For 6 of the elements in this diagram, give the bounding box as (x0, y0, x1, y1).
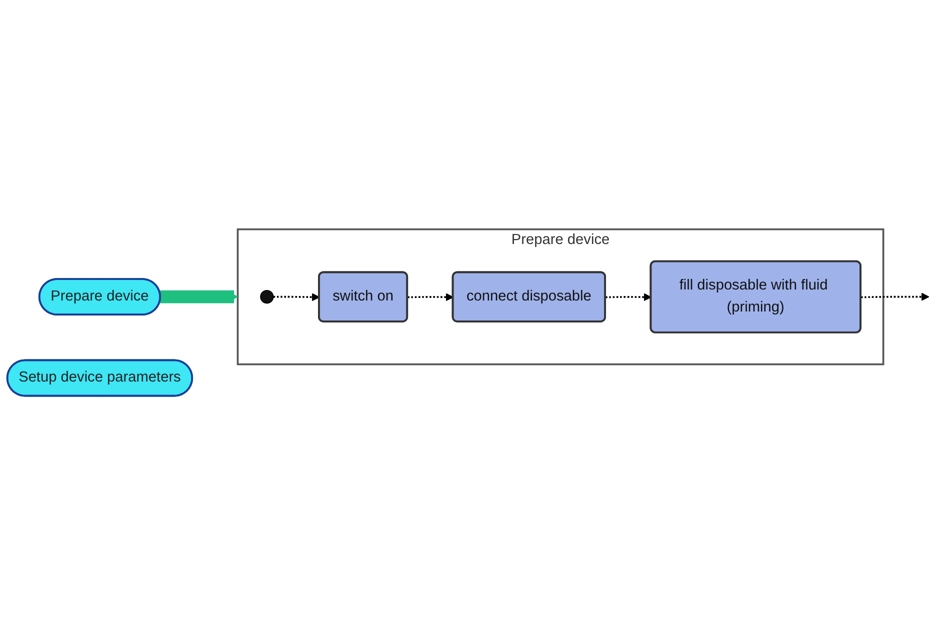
arrow (606, 294, 652, 302)
arrow (860, 293, 930, 302)
arrow (408, 294, 454, 302)
arrow (273, 294, 320, 302)
node-circle (260, 290, 274, 304)
arrow (160, 290, 238, 304)
